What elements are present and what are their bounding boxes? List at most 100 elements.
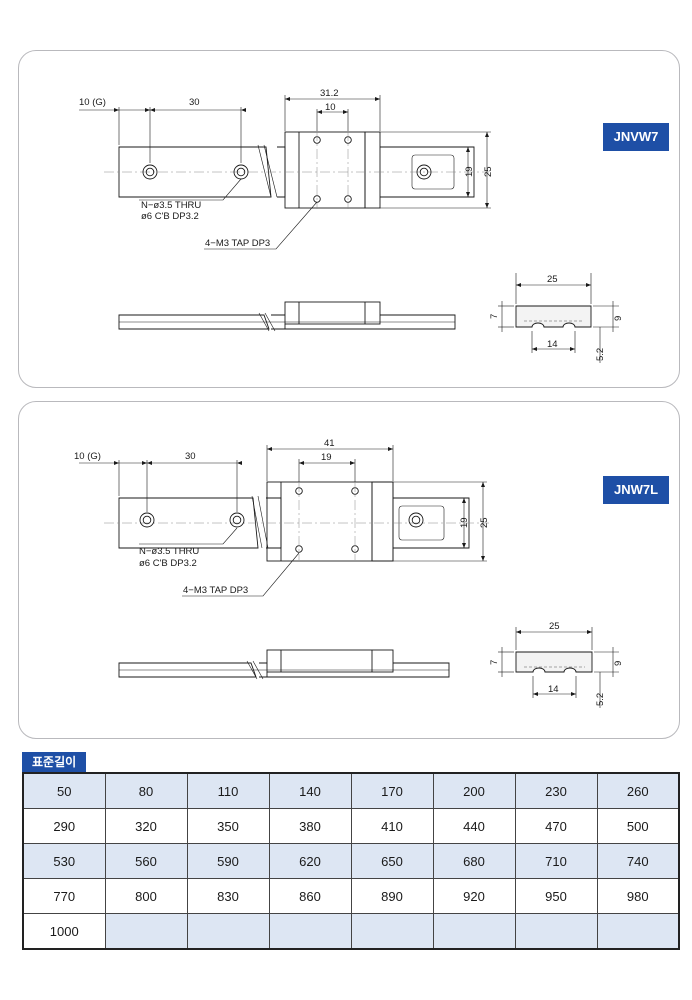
table-row: 1000 — [22, 913, 680, 950]
thru-hole — [411, 515, 421, 525]
rail-side-mid — [259, 662, 267, 678]
table-cell: 980 — [596, 878, 680, 914]
counterbore-hole — [229, 512, 245, 528]
dim-section-h9: 9 — [613, 661, 624, 666]
drawing-panel-jnvw7: JNVW7 1 — [18, 50, 680, 388]
leader-line — [182, 552, 300, 597]
table-cell: 80 — [104, 772, 188, 809]
cross-section-block — [515, 305, 592, 328]
technical-drawing: 10 (G) 30 41 19 19 25 N−ø3.5 THRU ø6 C'B… — [74, 438, 624, 708]
table-cell: 770 — [22, 878, 106, 914]
thru-hole — [419, 167, 429, 177]
table-cell — [104, 913, 188, 950]
thru-hole — [142, 515, 152, 525]
thru-hole — [232, 515, 242, 525]
table-row: 50 80 110 140 170 200 230 260 — [22, 772, 680, 809]
table-cell: 500 — [596, 808, 680, 844]
dim-height-19: 19 — [464, 166, 475, 177]
dim-section-h52: 5.2 — [595, 348, 606, 361]
table-cell — [350, 913, 434, 950]
thru-hole — [145, 167, 155, 177]
technical-drawing: 10 (G) 30 31.2 10 19 25 N−ø3.5 THRU ø6 C… — [79, 88, 624, 363]
dim-height-25: 25 — [483, 166, 494, 177]
dim-pitch: 30 — [189, 97, 200, 108]
table-cell: 110 — [186, 772, 270, 809]
note-tap: 4−M3 TAP DP3 — [205, 238, 270, 249]
table-cell: 320 — [104, 808, 188, 844]
dim-hole-spacing: 10 — [325, 102, 336, 113]
dim-section-h7: 7 — [489, 660, 500, 665]
table-row: 530 560 590 620 650 680 710 740 — [22, 843, 680, 879]
table-cell: 410 — [350, 808, 434, 844]
note-counterbore: ø6 C'B DP3.2 — [139, 558, 197, 569]
block-side — [266, 649, 394, 673]
block-end-cap — [371, 481, 394, 562]
thru-hole — [236, 167, 246, 177]
dim-section-h7: 7 — [489, 314, 500, 319]
table-cell: 170 — [350, 772, 434, 809]
table-cell: 830 — [186, 878, 270, 914]
rail-side-right — [266, 662, 450, 678]
counterbore-hole — [139, 512, 155, 528]
dim-section-inner: 14 — [547, 339, 558, 350]
table-cell: 530 — [22, 843, 106, 879]
table-cell: 1000 — [22, 913, 106, 950]
dim-section-h52: 5.2 — [595, 693, 606, 706]
tap-hole — [344, 195, 352, 203]
drawing-panel-jnw7l: JNW7L 10 (G) 30 41 — [18, 401, 680, 739]
cross-section-block — [515, 651, 593, 673]
dim-block-length: 31.2 — [320, 88, 339, 99]
leader-line — [139, 178, 242, 201]
table-cell — [268, 913, 352, 950]
dim-height-19: 19 — [459, 517, 470, 528]
table-cell: 650 — [350, 843, 434, 879]
table-cell: 620 — [268, 843, 352, 879]
note-thru: N−ø3.5 THRU — [141, 200, 201, 211]
table-cell — [432, 913, 516, 950]
arrows — [532, 347, 575, 351]
table-cell — [514, 913, 598, 950]
table-cell: 290 — [22, 808, 106, 844]
table-cell: 470 — [514, 808, 598, 844]
table-cell — [186, 913, 270, 950]
table-cell: 350 — [186, 808, 270, 844]
dim-pitch-g: 10 (G) — [74, 451, 101, 462]
table-cell: 710 — [514, 843, 598, 879]
carriage-block — [284, 131, 366, 209]
block-end-cap — [364, 131, 381, 209]
counterbore-hole — [416, 164, 432, 180]
break-lines — [251, 495, 269, 549]
dim-height-25: 25 — [479, 517, 490, 528]
note-thru: N−ø3.5 THRU — [139, 546, 199, 557]
dim-section-width: 25 — [549, 621, 560, 632]
rail-side-left — [118, 314, 270, 330]
table-cell: 800 — [104, 878, 188, 914]
table-cell: 950 — [514, 878, 598, 914]
table-row: 290 320 350 380 410 440 470 500 — [22, 808, 680, 844]
carriage-block — [266, 481, 394, 562]
break-lines — [257, 144, 278, 198]
model-tag: JNW7L — [603, 476, 669, 504]
rail-side-mid — [271, 314, 285, 330]
arrows — [114, 108, 246, 112]
table-cell: 200 — [432, 772, 516, 809]
table-cell: 560 — [104, 843, 188, 879]
dim-section-inner: 14 — [548, 684, 559, 695]
leader-line — [139, 527, 238, 545]
table-cell: 440 — [432, 808, 516, 844]
standard-length-table: 50 80 110 140 170 200 230 260 290 320 35… — [22, 772, 680, 950]
table-cell: 860 — [268, 878, 352, 914]
table-row: 770 800 830 860 890 920 950 980 — [22, 878, 680, 914]
table-cell: 380 — [268, 808, 352, 844]
counterbore-hole — [142, 164, 158, 180]
standard-length-title: 표준길이 — [22, 752, 87, 772]
table-cell: 140 — [268, 772, 352, 809]
table-cell: 740 — [596, 843, 680, 879]
table-cell: 920 — [432, 878, 516, 914]
table-cell: 230 — [514, 772, 598, 809]
note-tap: 4−M3 TAP DP3 — [183, 585, 248, 596]
block-side — [284, 301, 381, 325]
table-cell: 590 — [186, 843, 270, 879]
table-cell: 260 — [596, 772, 680, 809]
table-cell: 680 — [432, 843, 516, 879]
